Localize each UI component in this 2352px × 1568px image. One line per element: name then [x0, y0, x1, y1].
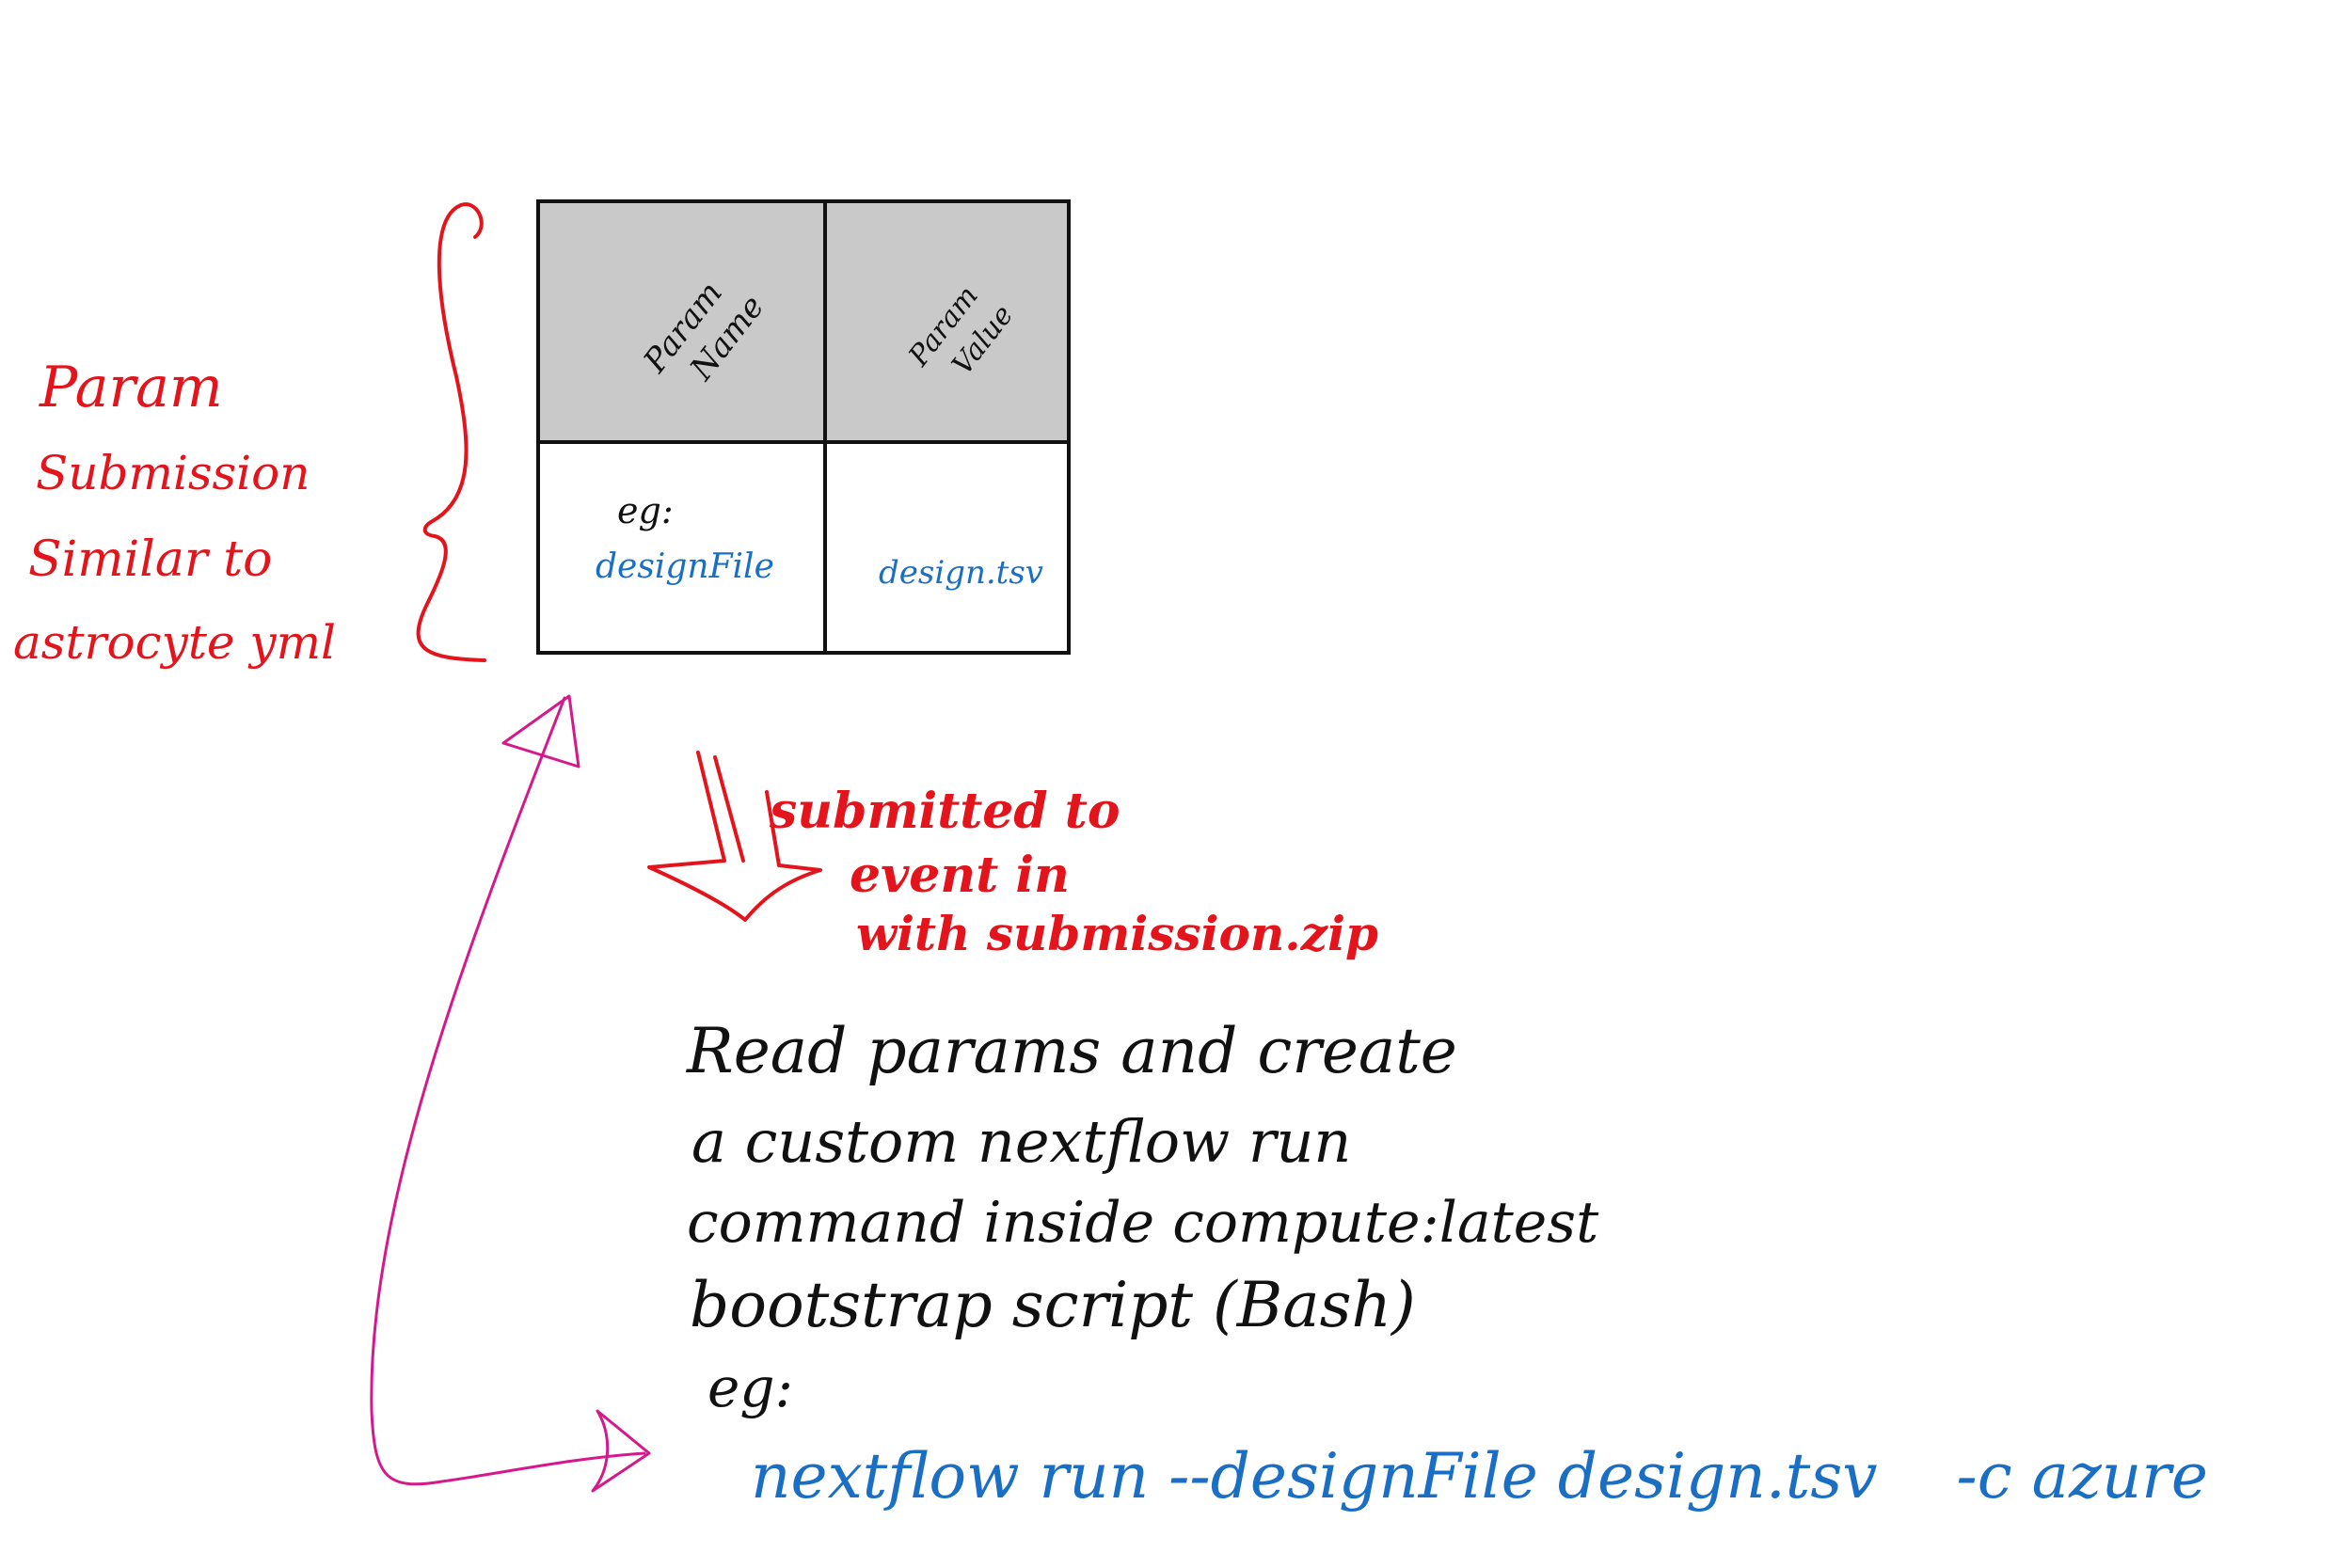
- table-param-value: design.tsv: [879, 554, 1043, 592]
- param-table: Param Name Param Value eg: designFile de…: [536, 199, 1071, 655]
- submit-note-line3: with submission.zip: [856, 906, 1378, 961]
- table-eg-label: eg:: [617, 490, 674, 531]
- left-note-line2: Submission: [36, 446, 310, 500]
- process-note-line1: Read params and create: [686, 1015, 1457, 1087]
- table-outline: [536, 199, 1071, 655]
- left-note-line3: Similar to: [28, 531, 272, 588]
- submit-note: submitted to event in with submission.zi…: [769, 783, 1378, 961]
- process-note: Read params and create a custom nextflow…: [686, 1015, 1599, 1419]
- left-note: Param Submission Similar to astrocyte ym…: [13, 355, 336, 670]
- process-note-line5: eg:: [707, 1355, 793, 1419]
- nextflow-command: nextflow run --designFile design.tsv -c …: [751, 1440, 2208, 1513]
- table-param-name: designFile: [596, 547, 774, 586]
- link-arrow-head-bottom: [591, 1409, 651, 1493]
- process-note-line2: a custom nextflow run: [691, 1107, 1351, 1176]
- table-header-cell-name: [538, 201, 825, 442]
- link-arrow: [370, 694, 651, 1493]
- link-arrow-head-top: [501, 694, 580, 768]
- left-note-line1: Param: [39, 355, 223, 420]
- submit-note-line2: event in: [850, 847, 1070, 904]
- down-arrow: [647, 751, 822, 922]
- process-note-line3: command inside compute:latest: [687, 1190, 1599, 1256]
- link-arrow-curve: [370, 696, 646, 1486]
- curly-brace: [416, 202, 486, 662]
- left-note-line4: astrocyte yml: [13, 615, 336, 670]
- submit-note-line1: submitted to: [769, 783, 1120, 840]
- table-header-cell-value: [825, 201, 1069, 442]
- process-note-line4: bootstrap script (Bash): [690, 1269, 1416, 1341]
